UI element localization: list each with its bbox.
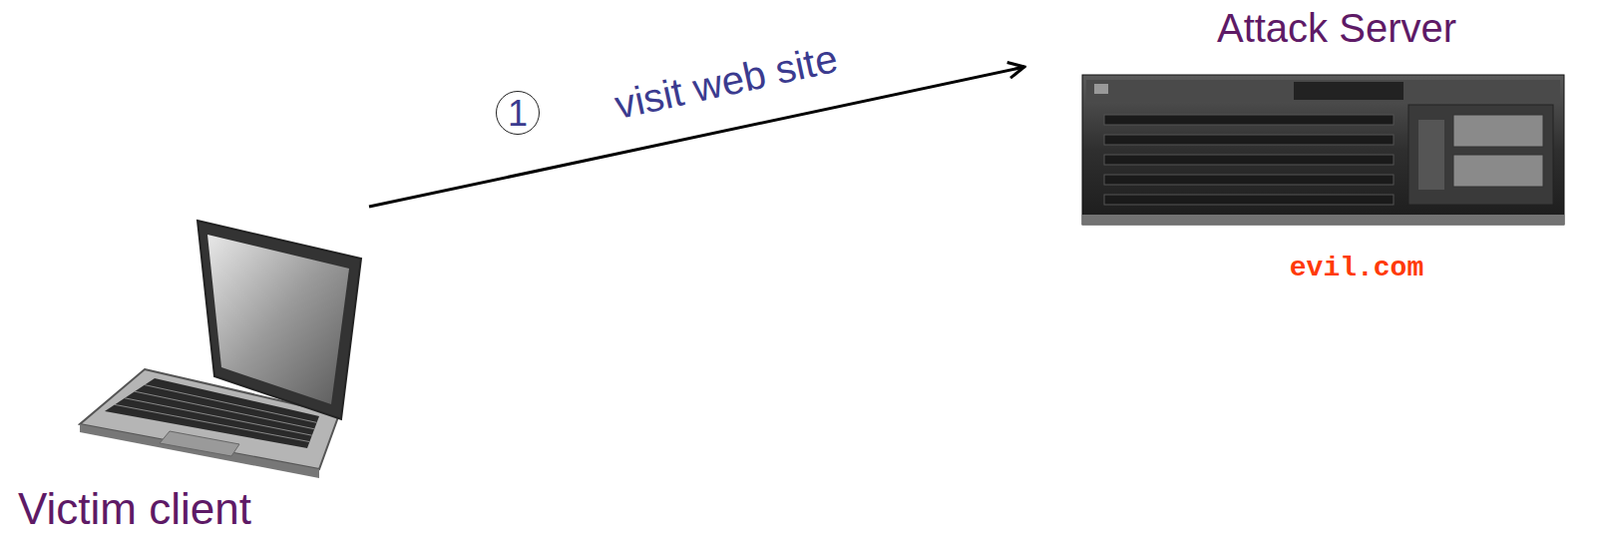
edge-label: visit web site <box>610 35 841 128</box>
domain-name: evil.com <box>1157 252 1557 284</box>
callout-number: 1 <box>495 90 540 135</box>
node-heading: Attack Server <box>1137 5 1537 51</box>
server-node: Attack Server evil.com <box>1024 0 1594 300</box>
client-node: Victim client <box>9 206 370 544</box>
node-heading: Victim client <box>17 483 252 534</box>
